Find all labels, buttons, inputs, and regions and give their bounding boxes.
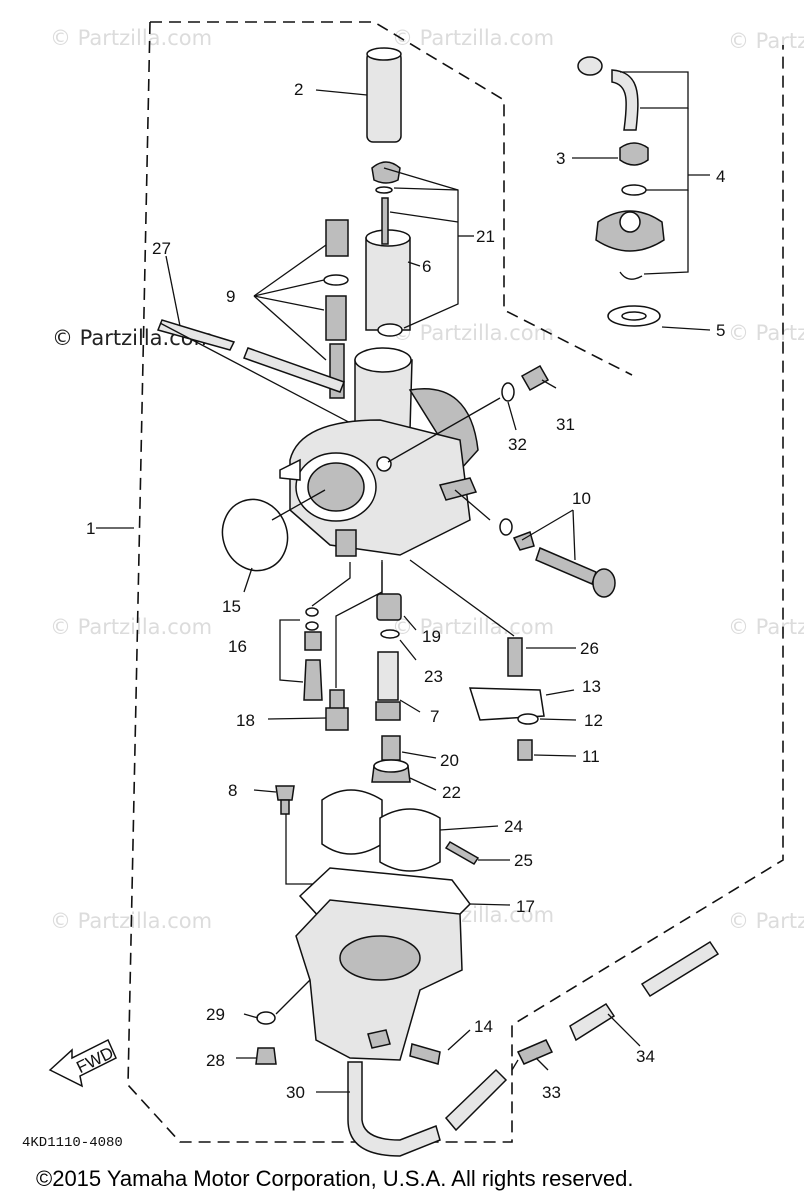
drain-parts — [255, 1011, 277, 1065]
callout-24: 24 — [504, 817, 523, 836]
callout-10: 10 — [572, 489, 591, 508]
callout-25: 25 — [514, 851, 533, 870]
callout-5: 5 — [716, 321, 725, 340]
callout-2: 2 — [294, 80, 303, 99]
gasket — [221, 498, 289, 572]
callout-1: 1 — [86, 519, 95, 538]
callout-13: 13 — [582, 677, 601, 696]
callout-17: 17 — [516, 897, 535, 916]
jet-parts-16 — [303, 607, 323, 701]
float — [321, 789, 480, 872]
forward-arrow-icon: FWD — [48, 1038, 117, 1088]
screw-8 — [275, 785, 295, 815]
air-screw-parts — [323, 219, 349, 399]
callout-19: 19 — [422, 627, 441, 646]
callout-3: 3 — [556, 149, 565, 168]
watermark: © Partzilla.com — [728, 615, 804, 639]
watermark: © Partzilla.com — [728, 321, 804, 345]
callout-6: 6 — [422, 257, 431, 276]
diagram-code: 4KD1110-4080 — [22, 1135, 123, 1151]
callout-7: 7 — [430, 707, 439, 726]
watermark: © Partzilla.com — [728, 29, 804, 53]
tube-part — [366, 47, 402, 143]
watermark: © Partzilla.com — [392, 26, 554, 50]
callout-11: 11 — [582, 747, 600, 766]
callout-8: 8 — [228, 781, 237, 800]
callout-34: 34 — [636, 1047, 655, 1066]
watermark: © Partzilla.com — [392, 615, 554, 639]
callout-9: 9 — [226, 287, 235, 306]
screw-14 — [409, 1043, 441, 1065]
callout-30: 30 — [286, 1083, 305, 1102]
right-small-parts — [468, 637, 545, 761]
callout-29: 29 — [206, 1005, 225, 1024]
callout-15: 15 — [222, 597, 241, 616]
callout-23: 23 — [424, 667, 443, 686]
callout-31: 31 — [556, 415, 575, 434]
jet-18 — [325, 689, 349, 731]
watermark: © Partzilla.com — [50, 26, 212, 50]
callout-20: 20 — [440, 751, 459, 770]
overflow-fitting — [516, 940, 720, 1065]
callout-18: 18 — [236, 711, 255, 730]
top-cap-parts — [577, 56, 665, 327]
callout-27: 27 — [152, 239, 171, 258]
callout-28: 28 — [206, 1051, 225, 1070]
drain-hose — [347, 1061, 508, 1157]
assembly-boundary — [127, 21, 784, 1143]
watermark: © Partzilla.com — [728, 909, 804, 933]
callout-21: 21 — [476, 227, 495, 246]
watermark-layer: © Partzilla.com © Partzilla.com © Partzi… — [50, 26, 804, 933]
copyright-notice: ©2015 Yamaha Motor Corporation, U.S.A. A… — [36, 1166, 633, 1191]
callout-33: 33 — [542, 1083, 561, 1102]
watermark: © Partzilla.com — [392, 321, 554, 345]
callout-4: 4 — [716, 167, 725, 186]
needle-jet-column — [375, 593, 402, 721]
callout-12: 12 — [584, 711, 603, 730]
float-bowl — [295, 867, 471, 1061]
vent-hose — [156, 319, 345, 393]
callout-labels: 1 2 3 4 5 6 7 8 9 10 11 12 13 14 15 16 1… — [86, 80, 725, 1102]
callout-26: 26 — [580, 639, 599, 658]
throttle-valve — [365, 161, 411, 337]
callout-14: 14 — [474, 1017, 493, 1036]
screw-31 — [501, 364, 550, 402]
carburetor-body — [279, 347, 479, 557]
callout-32: 32 — [508, 435, 527, 454]
needle-valve-seat — [371, 735, 411, 783]
callout-16: 16 — [228, 637, 247, 656]
throttle-stop-screw — [499, 518, 616, 598]
callout-22: 22 — [442, 783, 461, 802]
watermark: © Partzilla.com — [50, 615, 212, 639]
